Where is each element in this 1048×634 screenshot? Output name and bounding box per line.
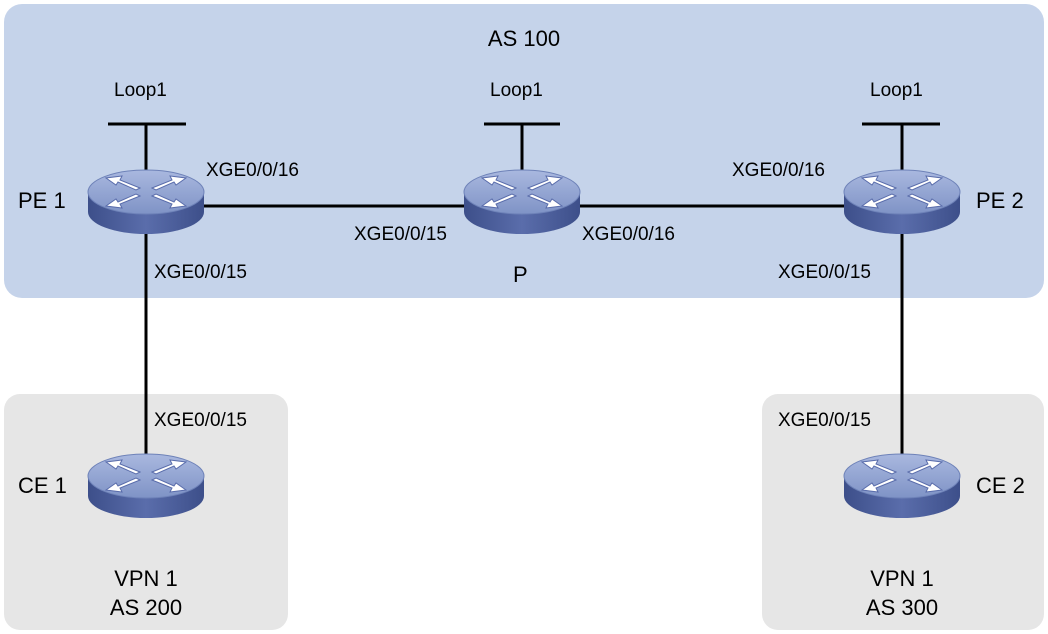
router-icon-pe2 bbox=[843, 169, 961, 235]
iface-pe1-to-ce1: XGE0/0/15 bbox=[154, 262, 247, 283]
router-icon-p bbox=[463, 169, 581, 235]
iface-ce1-to-pe1: XGE0/0/15 bbox=[154, 410, 247, 431]
device-name-ce2: CE 2 bbox=[976, 473, 1025, 498]
as100-area bbox=[4, 4, 1044, 298]
loopback-pe2 bbox=[862, 122, 940, 172]
loopback-label-p: Loop1 bbox=[490, 80, 543, 101]
iface-p-to-pe1: XGE0/0/15 bbox=[354, 224, 447, 245]
as300-label: AS 300 bbox=[865, 595, 939, 620]
as100-label: AS 100 bbox=[487, 26, 561, 51]
router-icon-ce1 bbox=[87, 453, 205, 519]
router-icon-pe1 bbox=[87, 169, 205, 235]
iface-pe2-to-ce2: XGE0/0/15 bbox=[778, 262, 871, 283]
device-name-p: P bbox=[513, 262, 528, 287]
loopback-pe1 bbox=[108, 122, 186, 172]
loopback-label-pe1: Loop1 bbox=[114, 80, 167, 101]
device-name-pe2: PE 2 bbox=[976, 188, 1024, 213]
router-icon-ce2 bbox=[843, 453, 961, 519]
device-name-pe1: PE 1 bbox=[18, 188, 66, 213]
device-name-ce1: CE 1 bbox=[18, 473, 67, 498]
loopback-p bbox=[484, 122, 560, 172]
as200-label: AS 200 bbox=[109, 595, 183, 620]
loopback-label-pe2: Loop1 bbox=[870, 80, 923, 101]
iface-p-to-pe2: XGE0/0/16 bbox=[582, 224, 675, 245]
iface-ce2-to-pe2: XGE0/0/15 bbox=[778, 410, 871, 431]
iface-pe2-to-p: XGE0/0/16 bbox=[732, 160, 825, 181]
vpn1-left-label: VPN 1 bbox=[114, 566, 178, 591]
vpn1-right-label: VPN 1 bbox=[870, 566, 934, 591]
iface-pe1-to-p: XGE0/0/16 bbox=[206, 160, 299, 181]
